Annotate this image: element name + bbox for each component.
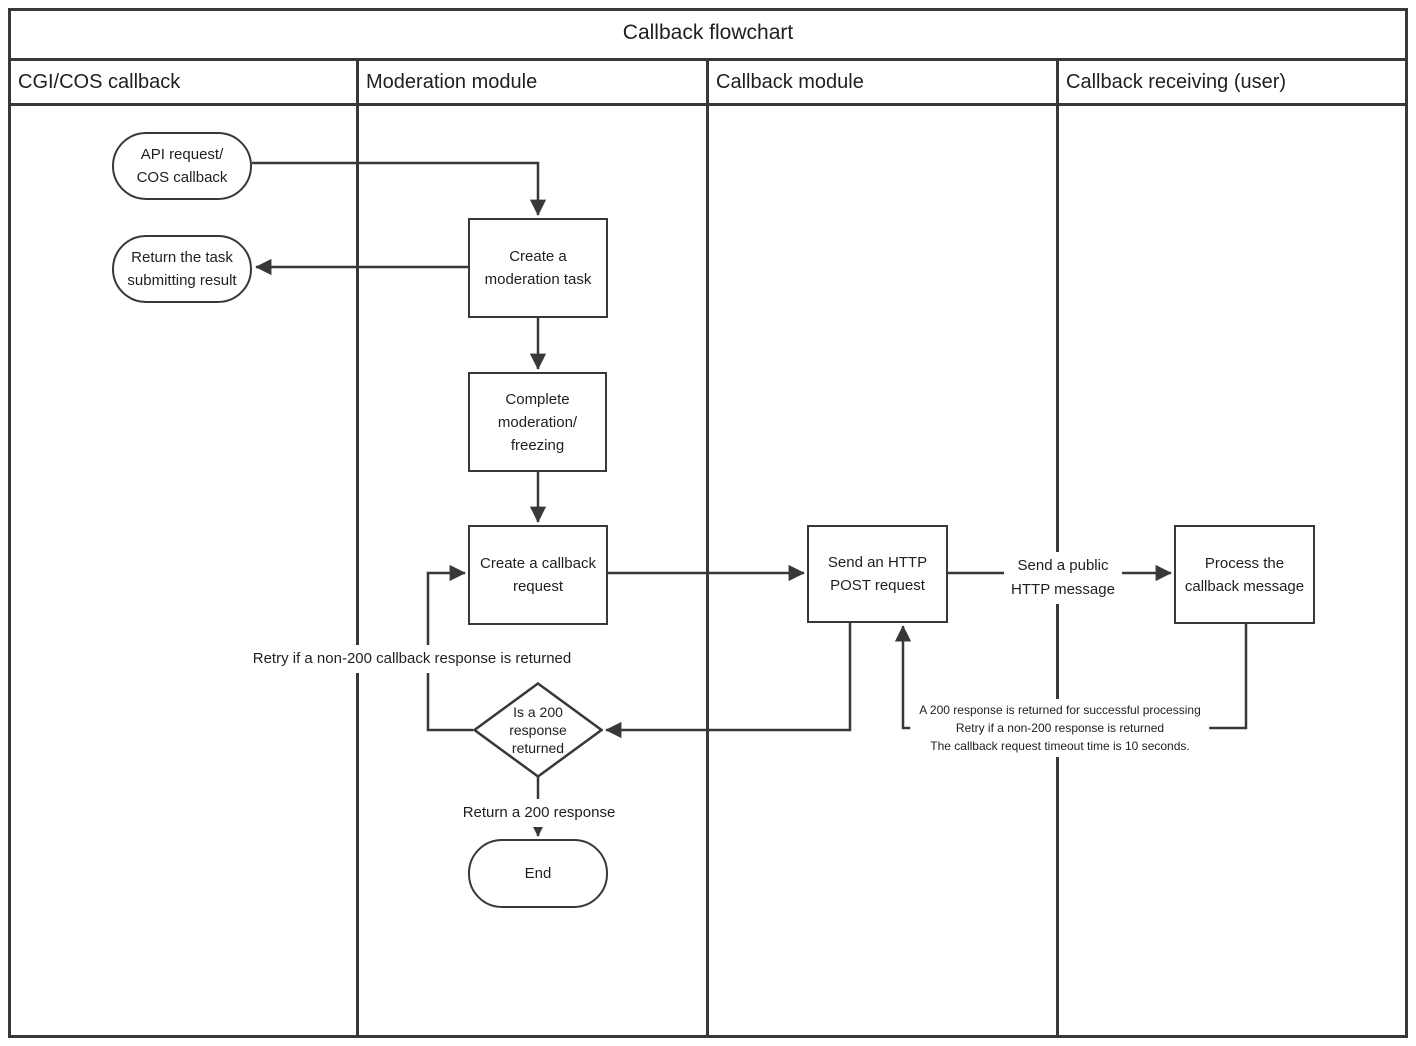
- lane-header-callback-module: Callback module: [716, 70, 864, 93]
- edge-api-to-create-task: [252, 161, 547, 216]
- lane-header-callback-receiving: Callback receiving (user): [1066, 70, 1287, 93]
- node-create-moderation-task: Create a moderation task: [468, 218, 608, 318]
- edge-send-post-to-decision: [605, 623, 852, 739]
- lane-divider-1: [356, 58, 359, 1035]
- label-callback-note: A 200 response is returned for successfu…: [910, 699, 1210, 757]
- lane-divider-3: [1056, 58, 1059, 1035]
- node-api-request: API request/ COS callback: [112, 132, 252, 200]
- node-complete-moderation: Complete moderation/ freezing: [468, 372, 607, 472]
- label-retry-non-200-callback: Retry if a non-200 callback response is …: [245, 645, 579, 673]
- lane-header-moderation-module: Moderation module: [366, 70, 538, 93]
- node-return-task-result: Return the task submitting result: [112, 235, 252, 303]
- label-send-public-http-message: Send a public HTTP message: [1004, 552, 1122, 604]
- node-send-http-post: Send an HTTP POST request: [807, 525, 948, 623]
- label-return-200-response: Return a 200 response: [455, 799, 623, 827]
- decision-label: Is a 200 response returned: [509, 704, 567, 756]
- node-process-callback-message: Process the callback message: [1174, 525, 1315, 624]
- lane-header-cgi-cos-callback: CGI/COS callback: [18, 70, 181, 93]
- decision-diamond-shape: [473, 682, 603, 778]
- lane-divider-2: [706, 58, 709, 1035]
- node-decision-200-response: Is a 200 response returned: [473, 682, 603, 778]
- flowchart-title: Callback flowchart: [622, 21, 794, 44]
- node-create-callback-request: Create a callback request: [468, 525, 608, 625]
- node-end: End: [468, 839, 608, 908]
- table-outer-border: [8, 8, 1408, 1038]
